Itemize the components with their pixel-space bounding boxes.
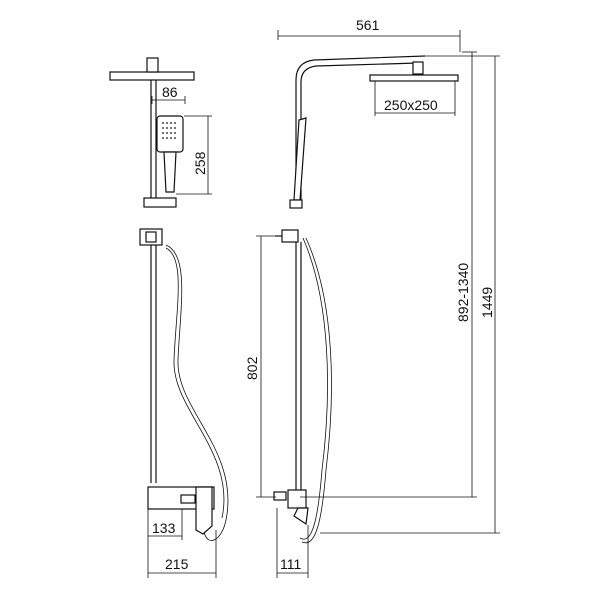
dim-802: 802 (244, 356, 260, 380)
side-view: 561 250x250 802 89 (244, 17, 500, 578)
dim-133: 133 (152, 520, 176, 536)
side-rain-head (369, 74, 459, 82)
side-diverter (281, 229, 299, 243)
side-shower-arm (295, 55, 426, 205)
front-rain-head (109, 71, 195, 81)
front-view: 86 258 133 (109, 57, 229, 578)
side-mixer-body (287, 489, 307, 509)
front-head-connector (146, 57, 159, 73)
side-mixer-handle (293, 507, 309, 526)
dim-561: 561 (356, 17, 380, 33)
dim-86: 86 (162, 84, 178, 100)
front-hand-shower-nozzles (162, 122, 176, 139)
dim-111: 111 (280, 556, 301, 572)
front-mixer-handle (195, 486, 213, 535)
dim-250x250: 250x250 (384, 97, 438, 113)
dim-258: 258 (192, 151, 208, 175)
dim-892-1340: 892-1340 (455, 263, 471, 322)
front-slider-holder (143, 197, 177, 208)
dim-215: 215 (165, 556, 189, 572)
front-hose (165, 244, 229, 541)
dim-1449: 1449 (479, 287, 495, 318)
side-head-connector (412, 61, 424, 75)
front-hand-shower (156, 115, 184, 153)
side-slider-holder (289, 199, 303, 209)
side-hose (299, 237, 328, 540)
